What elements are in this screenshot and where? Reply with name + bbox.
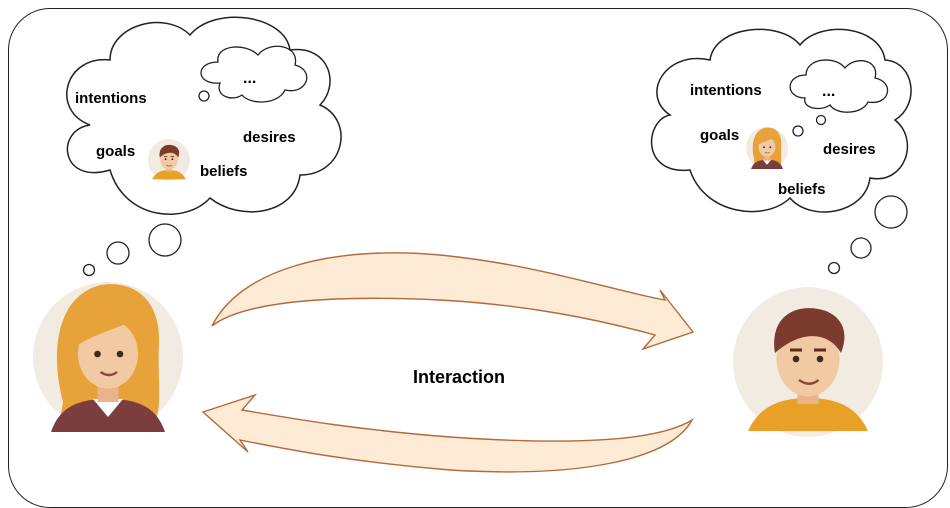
left-thought-man-avatar-icon (147, 138, 191, 182)
diagram-canvas: intentions goals beliefs desires ... int… (31, 16, 912, 473)
right-thought-bubble-1 (827, 261, 841, 275)
right-label-desires: desires (823, 141, 876, 158)
arrow-right-to-left (201, 393, 694, 473)
right-label-beliefs: beliefs (778, 181, 826, 198)
right-small-bubble-1 (792, 125, 804, 137)
left-thought-bubble-1 (82, 263, 96, 277)
left-label-intentions: intentions (75, 90, 147, 107)
right-thought-cloud (650, 28, 912, 213)
left-label-desires: desires (243, 129, 296, 146)
left-thought-cloud (66, 16, 342, 215)
left-thought-bubble-2 (106, 241, 130, 265)
right-label-goals: goals (700, 127, 739, 144)
right-label-intentions: intentions (690, 82, 762, 99)
arrow-left-to-right (211, 252, 695, 351)
left-small-bubble-1 (198, 90, 210, 102)
interaction-label: Interaction (413, 367, 505, 387)
man-avatar-icon (731, 285, 885, 439)
right-thought-bubble-2 (850, 237, 872, 259)
left-ellipsis: ... (243, 70, 256, 87)
woman-avatar-icon (31, 280, 185, 434)
left-label-beliefs: beliefs (200, 163, 248, 180)
right-thought-woman-avatar-icon (745, 126, 789, 170)
right-thought-bubble-3 (874, 195, 908, 229)
diagram: intentions goals beliefs desires ... int… (8, 8, 948, 508)
right-ellipsis: ... (822, 83, 835, 100)
left-label-goals: goals (96, 143, 135, 160)
right-small-bubble-2 (815, 114, 827, 126)
left-thought-bubble-3 (148, 223, 182, 257)
